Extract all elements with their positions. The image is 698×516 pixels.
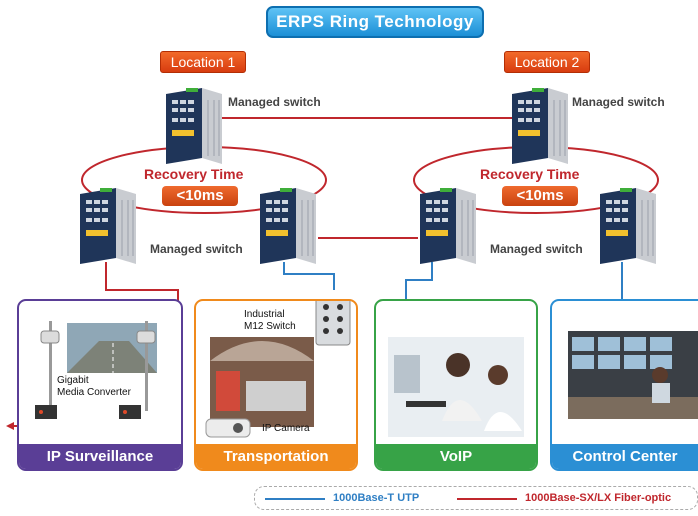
legend-utp-swatch	[265, 498, 325, 500]
m12-switch-label: Industrial M12 Switch	[244, 309, 296, 332]
recovery-value-2: <10ms	[502, 186, 578, 206]
managed-switch-icon	[166, 88, 222, 164]
fiber-arrow-head	[6, 422, 14, 430]
switch-label-top-left: Managed switch	[228, 95, 321, 109]
utp-drop-transportation	[283, 262, 335, 290]
call-center-scene-icon	[388, 337, 524, 437]
legend-fiber-swatch	[457, 498, 517, 500]
legend: 1000Base-T UTP 1000Base-SX/LX Fiber-opti…	[254, 486, 698, 510]
m12-switch-icon	[315, 301, 351, 346]
legend-utp-label: 1000Base-T UTP	[333, 492, 420, 504]
highway-scene-icon	[35, 321, 157, 419]
location-1-badge: Location 1	[160, 51, 246, 73]
control-room-scene-icon	[568, 331, 698, 419]
legend-fiber-label: 1000Base-SX/LX Fiber-optic	[525, 492, 672, 504]
panel-label-voip: VoIP	[376, 444, 536, 469]
media-converter-label: Gigabit Media Converter	[57, 375, 131, 398]
recovery-title-2: Recovery Time	[480, 166, 580, 182]
managed-switch-icon	[512, 88, 568, 164]
recovery-value-1: <10ms	[162, 186, 238, 206]
ip-camera-label: IP Camera	[262, 423, 310, 434]
panel-ip-surveillance: Gigabit Media Converter IP Surveillance	[17, 299, 183, 471]
panel-label-control-center: Control Center	[552, 444, 698, 469]
switch-label-top-right: Managed switch	[572, 95, 665, 109]
train-station-scene-icon	[205, 337, 314, 438]
switch-label-bottom-left: Managed switch	[150, 242, 243, 256]
panel-transportation: Industrial M12 Switch IP Camera Transpor…	[194, 299, 358, 471]
panel-label-ip-surveillance: IP Surveillance	[19, 444, 181, 469]
recovery-title-1: Recovery Time	[144, 166, 244, 182]
panel-label-transportation: Transportation	[196, 444, 356, 469]
managed-switch-icon	[260, 188, 316, 264]
panel-voip: VoIP	[374, 299, 538, 471]
switch-label-bottom-right: Managed switch	[490, 242, 583, 256]
managed-switch-icon	[600, 188, 656, 264]
diagram-title: ERPS Ring Technology	[266, 6, 484, 38]
managed-switch-icon	[420, 188, 476, 264]
managed-switch-icon	[80, 188, 136, 264]
location-2-badge: Location 2	[504, 51, 590, 73]
panel-control-center: Control Center	[550, 299, 698, 471]
